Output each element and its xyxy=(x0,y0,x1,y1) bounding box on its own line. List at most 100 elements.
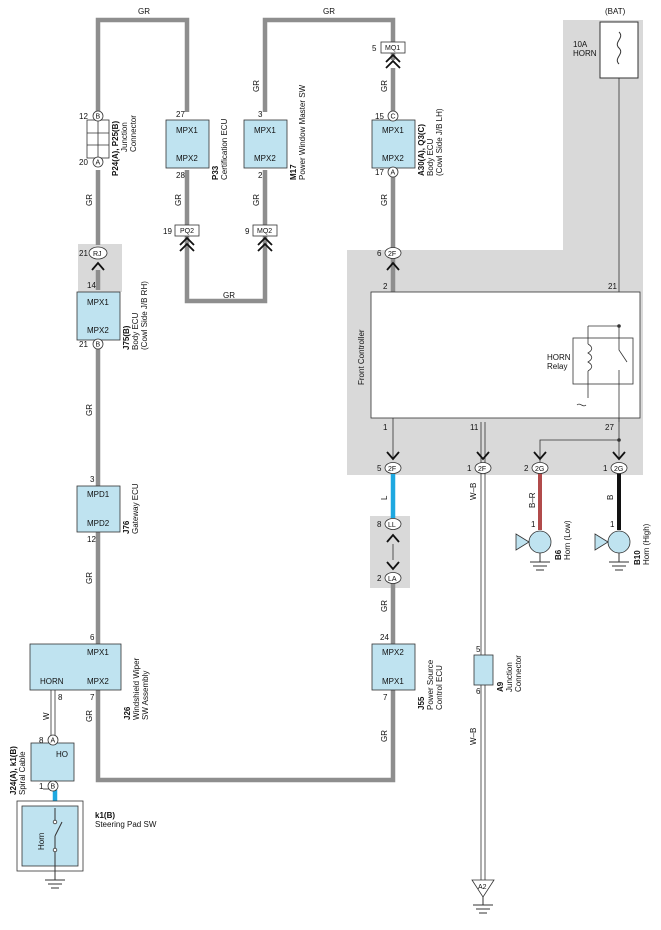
pin-number: 8 xyxy=(58,693,63,702)
pin-number: 21 xyxy=(79,340,88,349)
connector-id: MQ2 xyxy=(257,228,272,235)
chevron-up-icon xyxy=(179,236,195,252)
k1-code: k1(B) xyxy=(95,811,115,820)
gr-label: GR xyxy=(380,600,389,612)
pin-number: 21 xyxy=(79,249,88,258)
connector-id: 2G xyxy=(614,466,623,473)
a30-name: Body ECU xyxy=(426,138,435,176)
pin-circle xyxy=(92,338,104,350)
gr-label: GR xyxy=(223,291,235,300)
pin-circle xyxy=(387,166,399,178)
gr-label: GR xyxy=(252,194,261,206)
pin-number: 7 xyxy=(383,693,388,702)
front-controller-label: Front Controller xyxy=(357,329,366,385)
horn-switch-icon xyxy=(54,808,63,880)
connector-id: MQ1 xyxy=(385,45,400,52)
pin-number: 1 xyxy=(467,464,472,473)
pin-number: 9 xyxy=(245,227,250,236)
gr-label: GR xyxy=(85,710,94,722)
port-label: HO xyxy=(56,750,68,759)
l-label: L xyxy=(380,495,389,500)
pin-number: 17 xyxy=(375,168,384,177)
j55-power-source-ecu xyxy=(371,643,416,691)
ground-icon xyxy=(473,897,493,914)
horn-bell xyxy=(515,533,530,551)
a9-name: Connector xyxy=(514,655,523,692)
port-label: MPX1 xyxy=(254,126,276,135)
w-label: W xyxy=(42,712,51,720)
pin-circle xyxy=(92,110,104,122)
pin-letter: A xyxy=(51,738,56,745)
horn-relay xyxy=(572,337,634,385)
pin-number: 2 xyxy=(258,171,263,180)
j24-code: J24(A), k1(B) xyxy=(9,746,18,795)
gr-label: GR xyxy=(85,404,94,416)
j75-name: (Cowl Side J/B RH) xyxy=(140,281,149,350)
p33-name: Certification ECU xyxy=(220,118,229,180)
junction-dot xyxy=(617,438,621,442)
pin-circle xyxy=(92,156,104,168)
b-label: B xyxy=(606,495,615,500)
connector-id: A2 xyxy=(478,884,487,891)
p24-code: P24(A), P25(B) xyxy=(111,121,120,176)
p24-grid xyxy=(87,120,109,158)
j26-code: J26 xyxy=(123,706,132,720)
b10-name: Horn (High) xyxy=(642,523,651,565)
pin-letter: C xyxy=(391,114,396,121)
mq2-connector xyxy=(252,224,278,237)
j26-name: Windshield Wiper xyxy=(132,657,141,720)
gr-label: GR xyxy=(174,194,183,206)
a9-name: Junction xyxy=(505,662,514,692)
connector-id: 2G xyxy=(535,466,544,473)
port-label: MPX1 xyxy=(382,677,404,686)
j75-name: Body ECU xyxy=(131,312,140,350)
pin-number: 3 xyxy=(90,475,95,484)
a30-body-ecu xyxy=(371,119,416,169)
gr-label: GR xyxy=(85,572,94,584)
pin-letter: A xyxy=(391,170,396,177)
pin-number: 5 xyxy=(372,44,377,53)
gr-label: GR xyxy=(85,194,94,206)
gr-label: GR xyxy=(380,80,389,92)
pin-number: 1 xyxy=(531,520,536,529)
port-label: MPX1 xyxy=(87,298,109,307)
ground-icon xyxy=(45,879,65,889)
pin-number: 21 xyxy=(608,282,617,291)
pin-number: 6 xyxy=(90,633,95,642)
pin-letter: B xyxy=(51,784,56,791)
j24-spiral-cable xyxy=(30,742,75,782)
pin-number: 8 xyxy=(39,736,44,745)
2f-connector xyxy=(384,247,402,259)
gr-wire-top-right xyxy=(262,17,396,112)
pin-circle xyxy=(47,780,59,792)
gr-label: GR xyxy=(380,194,389,206)
pin-number: 5 xyxy=(377,464,382,473)
connector-id: LA xyxy=(388,576,397,583)
j55-name: Power Source xyxy=(426,659,435,710)
gr-wire-j26-j55 xyxy=(95,690,396,783)
connector-id: RJ xyxy=(93,251,102,258)
pin-number: 5 xyxy=(476,645,481,654)
w-wire xyxy=(50,690,56,736)
a9-code: A9 xyxy=(496,681,505,692)
fuse-amp-label: 10A xyxy=(573,40,588,49)
port-label: MPX2 xyxy=(176,154,198,163)
pin-number: 6 xyxy=(377,249,382,258)
pin-number: 27 xyxy=(176,110,185,119)
port-label: HORN xyxy=(40,677,64,686)
port-label: MPD1 xyxy=(87,490,110,499)
pin-number: 14 xyxy=(87,281,96,290)
j76-gateway-ecu xyxy=(76,485,121,533)
pin-number: 19 xyxy=(163,227,172,236)
port-label: MPX1 xyxy=(382,126,404,135)
port-label: MPX1 xyxy=(87,648,109,657)
j55-code: J55 xyxy=(417,696,426,710)
p33-certification-ecu xyxy=(165,119,210,169)
b6-name: Horn (Low) xyxy=(563,520,572,560)
2f-connector xyxy=(474,462,492,474)
p33-code: P33 xyxy=(211,165,220,180)
br-label: B–R xyxy=(528,492,537,508)
ll-connector xyxy=(384,518,402,530)
relay-coil-icon xyxy=(587,343,593,372)
pin-number: 8 xyxy=(377,520,382,529)
